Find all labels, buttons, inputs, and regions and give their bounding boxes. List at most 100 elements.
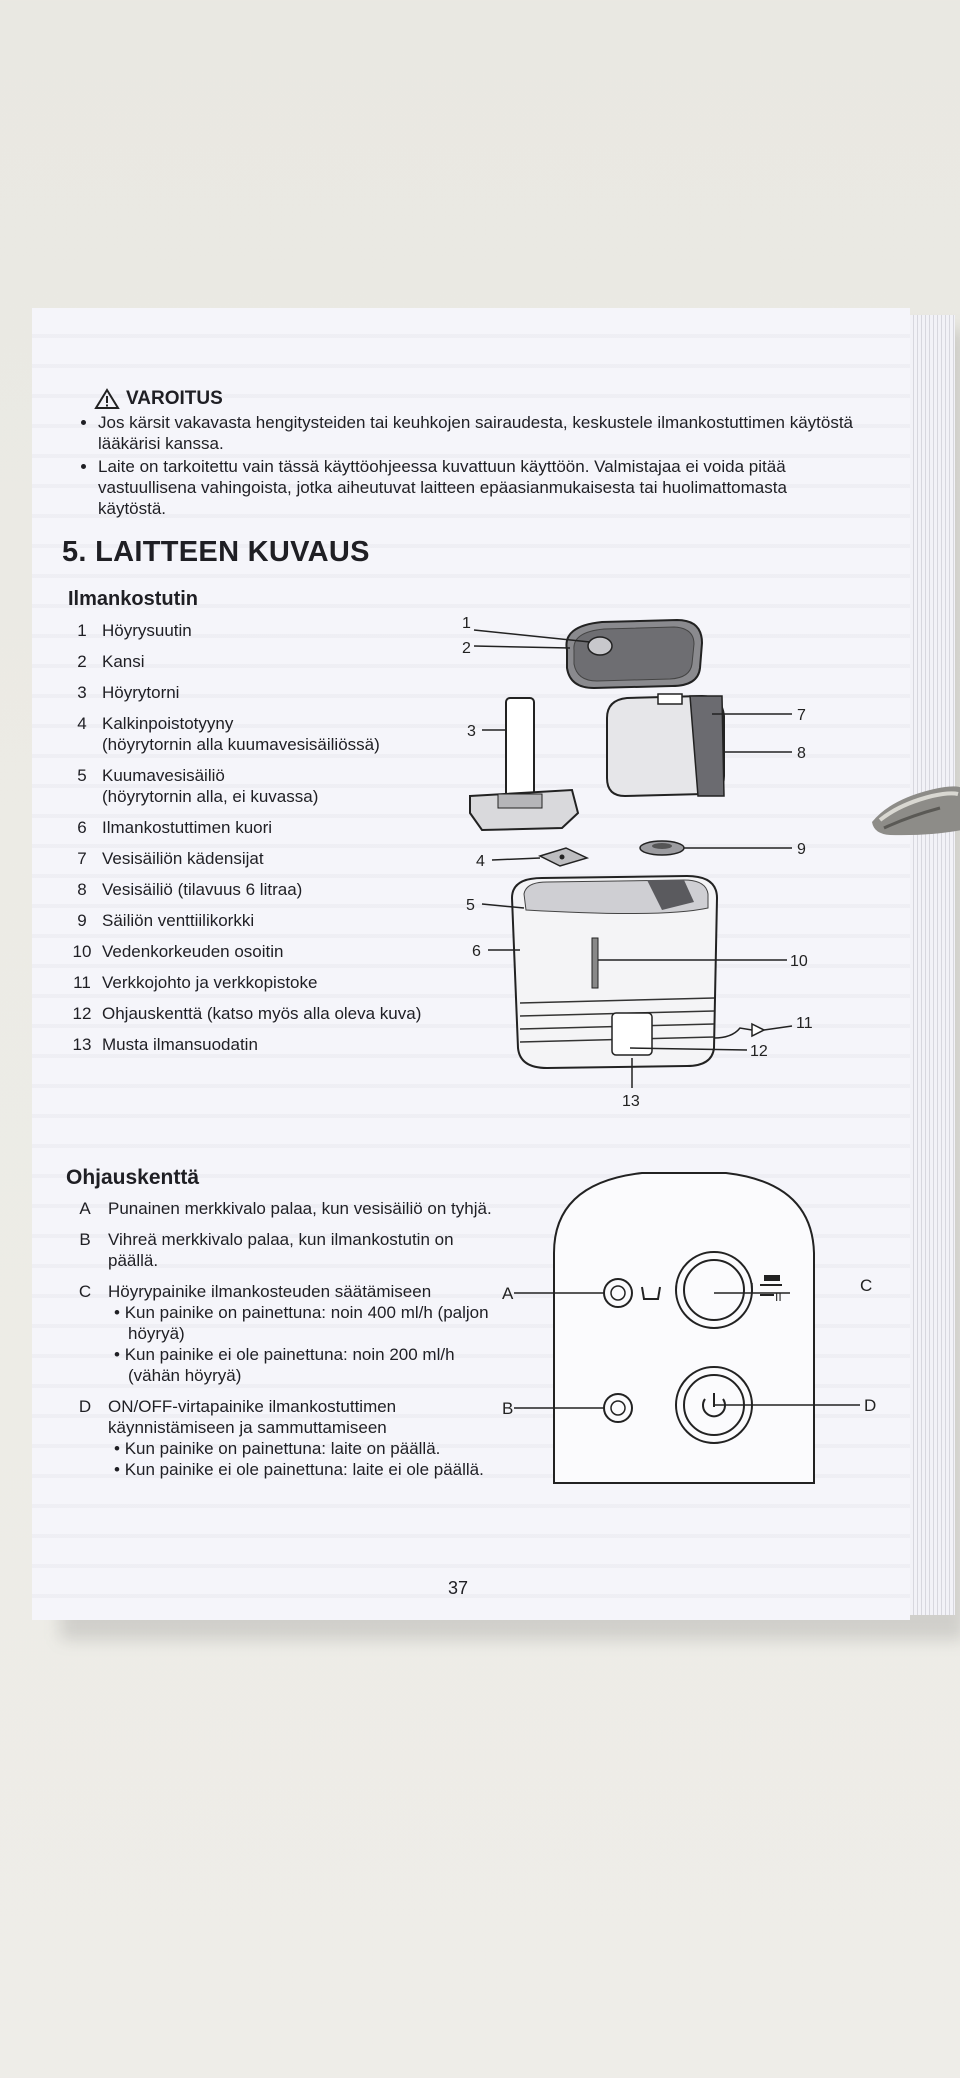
- part-label: Höyrytorni: [102, 683, 180, 702]
- part-number: 12: [72, 1004, 92, 1023]
- water-tank-icon: [641, 1286, 661, 1300]
- part-label: Säiliön venttiilikorkki: [102, 911, 255, 930]
- part-number: 8: [77, 880, 87, 899]
- panel-outline: [553, 1172, 815, 1484]
- list-item: 4 Kalkinpoistotyyny (höyrytornin alla kuum…: [62, 713, 492, 755]
- callout-3: 3: [467, 723, 476, 740]
- warning-item: Laite on tarkoitettu vain tässä käyttöoh…: [98, 456, 858, 519]
- warning-heading: VAROITUS: [94, 388, 223, 410]
- part-number: 5: [77, 766, 87, 785]
- part-label: Vesisäiliö (tilavuus 6 litraa): [102, 880, 303, 899]
- control-panel-list: A Punainen merkkivalo palaa, kun vesisäi…: [62, 1198, 502, 1490]
- callout-10: 10: [790, 953, 808, 970]
- part-label: Kalkinpoistotyyny: [102, 714, 234, 733]
- label-a: A: [502, 1284, 514, 1303]
- item-letter: B: [79, 1230, 91, 1249]
- bullet: Kun painike ei ole painettuna: laite ei …: [125, 1459, 498, 1480]
- item-letter: C: [78, 1282, 92, 1301]
- part-number: 10: [72, 942, 92, 961]
- part-label: Verkkojohto ja verkkopistoke: [102, 973, 318, 992]
- callout-4: 4: [476, 853, 485, 870]
- callout-11: 11: [796, 1015, 813, 1032]
- list-item: 9 Säiliön venttiilikorkki: [62, 910, 492, 931]
- part-number: 1: [77, 621, 87, 640]
- list-item: 13 Musta ilmansuodatin: [62, 1034, 492, 1055]
- device-subtitle: Ilmankostutin: [68, 588, 199, 610]
- warning-item: Jos kärsit vakavasta hengitysteiden tai …: [98, 412, 858, 454]
- warning-list: Jos kärsit vakavasta hengitysteiden tai …: [72, 412, 858, 521]
- water-tank-drawing: [606, 693, 725, 798]
- bullet: Kun painike on painettuna: noin 400 ml/h…: [125, 1302, 498, 1344]
- part-note: (höyrytornin alla kuumavesisäiliössä): [102, 735, 380, 754]
- part-number: 7: [77, 849, 87, 868]
- housing-drawing: [510, 874, 766, 1070]
- label-d: D: [864, 1396, 876, 1415]
- descaling-pad-drawing: [537, 847, 590, 867]
- item-description: Punainen merkkivalo palaa, kun vesisäili…: [108, 1199, 492, 1218]
- lid-drawing: [565, 618, 704, 690]
- item-bullets: Kun painike on painettuna: laite on pääl…: [108, 1438, 498, 1480]
- part-number: 3: [77, 683, 87, 702]
- list-item: D ON/OFF-virtapainike ilmankostuttimen k…: [62, 1396, 502, 1480]
- bullet: Kun painike on painettuna: laite on pääl…: [125, 1438, 498, 1459]
- list-item: 11 Verkkojohto ja verkkopistoke: [62, 972, 492, 993]
- callout-12: 12: [750, 1043, 768, 1060]
- list-item: 6 Ilmankostuttimen kuori: [62, 817, 492, 838]
- bullet: Kun painike ei ole painettuna: noin 200 …: [125, 1344, 498, 1386]
- part-number: 9: [77, 911, 87, 930]
- part-number: 13: [72, 1035, 92, 1054]
- control-panel-diagram: II A B C D: [502, 1172, 876, 1484]
- part-number: 6: [77, 818, 87, 837]
- item-description: ON/OFF-virtapainike ilmankostuttimen käy…: [108, 1397, 397, 1437]
- item-letter: D: [78, 1397, 92, 1416]
- part-label: Musta ilmansuodatin: [102, 1035, 258, 1054]
- humidifier-exploded-diagram: 1 2 3 4 5 6 7 8 9 10 11 12 13: [462, 615, 813, 1110]
- list-item: 1 Höyrysuutin: [62, 620, 492, 641]
- section-title: 5. LAITTEEN KUVAUS: [62, 536, 370, 568]
- diagram-callouts: 1 2 3 4 5 6 7 8 9 10 11 12 13: [462, 615, 813, 1110]
- callout-5: 5: [466, 897, 475, 914]
- steam-level-icon: [760, 1275, 782, 1296]
- list-item: 5 Kuumavesisäiliö (höyrytornin alla, ei ku…: [62, 765, 492, 807]
- part-label: Höyrysuutin: [102, 621, 192, 640]
- callout-9: 9: [797, 841, 806, 858]
- list-item: C Höyrypainike ilmankosteuden säätämisee…: [62, 1281, 502, 1386]
- metal-clip-object: [872, 786, 960, 836]
- list-item: 8 Vesisäiliö (tilavuus 6 litraa): [62, 879, 492, 900]
- warning-title: VAROITUS: [126, 388, 223, 409]
- part-label: Vesisäiliön kädensijat: [102, 849, 264, 868]
- part-label: Ilmankostuttimen kuori: [102, 818, 273, 837]
- label-b: B: [502, 1399, 513, 1418]
- label-c: C: [860, 1276, 872, 1295]
- part-label: Kansi: [102, 652, 145, 671]
- leader-lines: [473, 629, 793, 1088]
- list-item: 3 Höyrytorni: [62, 682, 492, 703]
- valve-cap-drawing: [639, 840, 685, 856]
- item-description: Höyrypainike ilmankosteuden säätämiseen: [108, 1282, 432, 1301]
- callout-2: 2: [462, 640, 471, 657]
- item-letter: A: [79, 1199, 91, 1218]
- part-number: 11: [73, 973, 91, 992]
- callout-6: 6: [472, 943, 481, 960]
- panel-leader-lines: [514, 1283, 860, 1409]
- item-bullets: Kun painike on painettuna: noin 400 ml/h…: [108, 1302, 498, 1386]
- list-item: 12 Ohjauskenttä (katso myös alla oleva ku…: [62, 1003, 492, 1024]
- part-note: (höyrytornin alla, ei kuvassa): [102, 787, 319, 806]
- callout-8: 8: [797, 745, 806, 762]
- steam-level-mark: II: [775, 1290, 782, 1304]
- part-label: Kuumavesisäiliö: [102, 766, 225, 785]
- list-item: 7 Vesisäiliön kädensijat: [62, 848, 492, 869]
- callout-7: 7: [797, 707, 806, 724]
- manual-page: VAROITUS Jos kärsit vakavasta hengityste…: [32, 308, 910, 1620]
- part-label: Ohjauskenttä (katso myös alla oleva kuva…: [102, 1004, 422, 1023]
- part-number: 4: [77, 714, 87, 733]
- callout-13: 13: [622, 1093, 640, 1110]
- warning-triangle-icon: [94, 388, 120, 409]
- control-panel-title: Ohjauskenttä: [66, 1166, 200, 1189]
- list-item: A Punainen merkkivalo palaa, kun vesisäi…: [62, 1198, 502, 1219]
- list-item: B Vihreä merkkivalo palaa, kun ilmankost…: [62, 1229, 502, 1271]
- item-description: Vihreä merkkivalo palaa, kun ilmankostut…: [108, 1230, 454, 1270]
